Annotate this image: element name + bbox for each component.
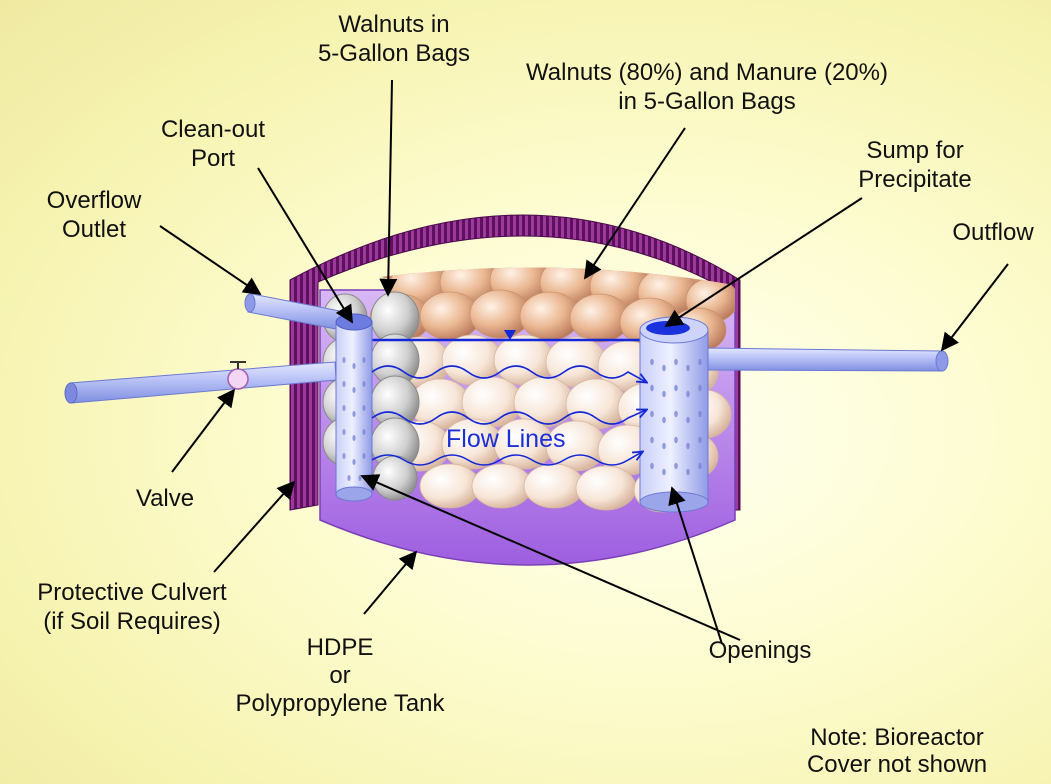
label-outflow: Outflow	[938, 218, 1048, 247]
cleanout-port-column	[336, 314, 372, 501]
label-walnuts-manure: Walnuts (80%) and Manure (20%) in 5-Gall…	[517, 58, 897, 116]
sump-column	[640, 317, 708, 512]
label-hdpe-tank: HDPE or Polypropylene Tank	[220, 634, 460, 718]
label-openings: Openings	[690, 636, 830, 665]
valve	[228, 362, 248, 389]
label-cleanout-port: Clean-out Port	[148, 115, 278, 173]
arrow-overflow-outlet	[160, 226, 260, 294]
label-walnuts-bags: Walnuts in 5-Gallon Bags	[306, 10, 482, 68]
arrow-culvert	[214, 482, 294, 572]
label-protective-culvert: Protective Culvert (if Soil Requires)	[2, 578, 262, 636]
arrow-tank	[364, 552, 416, 614]
outflow-pipe	[708, 348, 948, 371]
arrow-outflow	[942, 264, 1008, 350]
label-flow-lines: Flow Lines	[446, 424, 566, 454]
arrow-walnuts-bags	[388, 80, 392, 295]
label-overflow-outlet: Overflow Outlet	[26, 186, 162, 244]
arrow-valve	[172, 390, 234, 472]
label-sump: Sump for Precipitate	[830, 136, 1000, 194]
label-note: Note: Bioreactor Cover not shown	[762, 724, 1032, 778]
label-valve: Valve	[110, 484, 220, 513]
